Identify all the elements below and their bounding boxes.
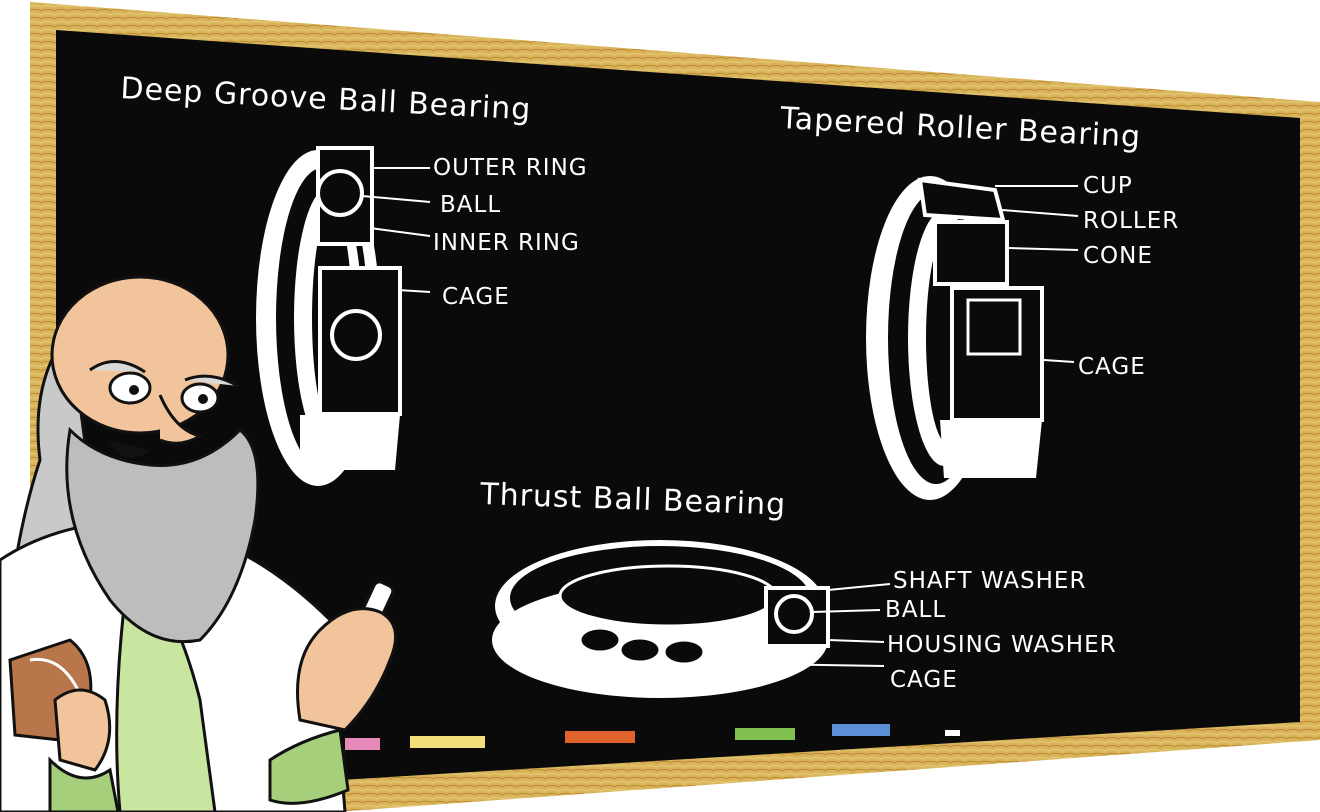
thrust-ball-part-1: BALL (885, 597, 946, 623)
deep-groove-part-2: INNER RING (433, 230, 580, 256)
thrust-ball-part-3: CAGE (890, 667, 958, 693)
tapered-roller-part-3: CAGE (1078, 354, 1146, 380)
chalk-blue[interactable] (832, 724, 890, 736)
tapered-roller-part-1: ROLLER (1083, 208, 1179, 234)
deep-groove-part-1: BALL (440, 192, 501, 218)
chalk-yellow[interactable] (410, 736, 485, 748)
professor-hand-left (55, 690, 110, 770)
thrust-ball-bearing-drawing (492, 540, 828, 698)
chalk-pink[interactable] (345, 738, 380, 750)
tapered-roller-part-2: CONE (1083, 243, 1153, 269)
chalk-orange[interactable] (565, 731, 635, 743)
thrust-ball-part-0: SHAFT WASHER (893, 568, 1086, 594)
tapered-roller-part-0: CUP (1083, 173, 1133, 199)
thrust-ball-part-2: HOUSING WASHER (887, 632, 1117, 658)
chalk-white[interactable] (945, 730, 960, 736)
chalk-green[interactable] (735, 728, 795, 740)
deep-groove-part-0: OUTER RING (433, 155, 588, 181)
deep-groove-part-3: CAGE (442, 284, 510, 310)
